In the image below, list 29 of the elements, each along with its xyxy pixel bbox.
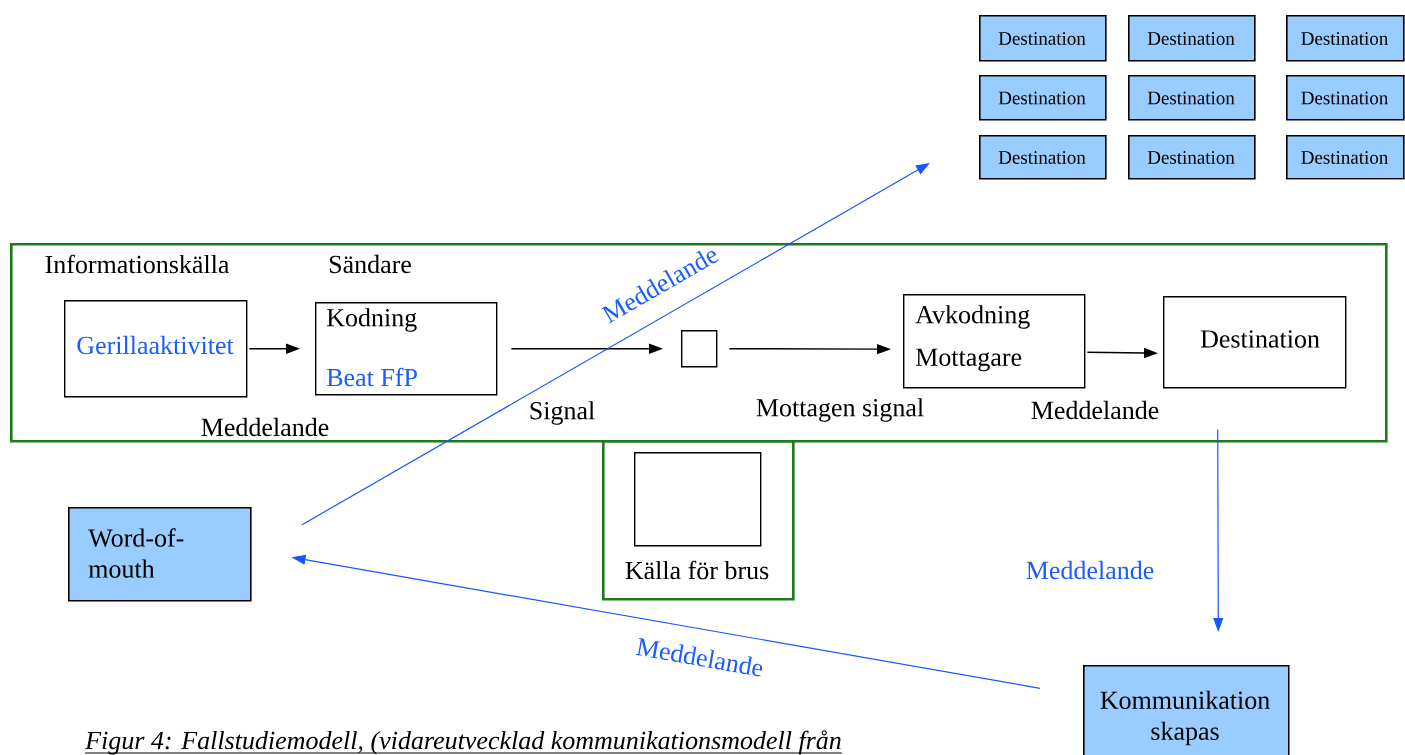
caption: Figur 4: Fallstudiemodell, (vidareutvecklad kommunikationsmodell från [84, 730, 843, 755]
destination-box: Destination [979, 75, 1107, 121]
frame [10, 243, 1388, 443]
label: Informationskälla [45, 254, 230, 274]
noise-source-box: Källa för brus [602, 440, 795, 601]
label: Sändare [329, 254, 411, 274]
destination-box: Destination [979, 15, 1107, 62]
edge-label: Meddelande [1026, 560, 1154, 580]
label: Signal [530, 401, 595, 425]
label: Meddelande [1031, 400, 1159, 420]
label: Meddelande [201, 417, 329, 437]
box [634, 452, 762, 547]
destination-box: Destination [1286, 75, 1405, 121]
edge-label: Meddelande [635, 637, 763, 677]
communication-box: Kommunikation skapas [1083, 665, 1290, 755]
word-of-mouth-box: Word-of-mouth [68, 507, 252, 602]
destination-box: Destination [1286, 15, 1405, 62]
destination-box: Destination [1128, 75, 1256, 121]
source-box: Gerillaaktivitet [64, 300, 248, 398]
destination-box: Destination [979, 135, 1107, 180]
arrow [301, 163, 930, 526]
destination-box: Destination [1128, 15, 1256, 62]
destination-box: Destination [1286, 135, 1405, 180]
transmitter-box: Kodning Beat FfP [315, 302, 498, 396]
label: Mottagen signal [756, 398, 924, 422]
destination-box: Destination [1128, 135, 1256, 180]
destination-box: Destination [1163, 296, 1347, 389]
receiver-box: Avkodning Mottagare [903, 294, 1086, 389]
signal-box [681, 330, 718, 368]
